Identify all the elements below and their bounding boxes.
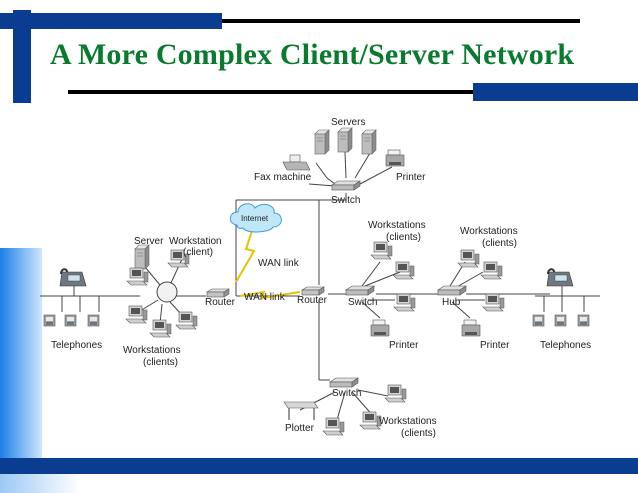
telephone-icon xyxy=(577,314,590,327)
label-servers: Servers xyxy=(331,117,365,128)
label-workstations-right: Workstations xyxy=(460,226,518,237)
telephone-icon xyxy=(87,314,100,327)
top-left-vertical-bar xyxy=(13,10,31,103)
label-workstations-bottom-2: (clients) xyxy=(401,428,436,439)
label-switch-top: Switch xyxy=(331,195,360,206)
workstation-icon xyxy=(126,267,149,286)
label-hub: Hub xyxy=(442,297,461,308)
plotter-icon xyxy=(283,401,319,420)
switch-icon xyxy=(331,180,361,191)
label-wan-link-2: WAN link xyxy=(244,292,286,303)
label-workstations-mid: Workstations xyxy=(368,220,426,231)
server-icon xyxy=(134,244,150,270)
bottom-blue-bar xyxy=(0,458,638,474)
label-printer-top: Printer xyxy=(396,172,426,183)
workstation-icon xyxy=(393,293,416,312)
switch-icon xyxy=(345,285,375,296)
workstation-icon xyxy=(149,319,172,338)
workstation-icon xyxy=(482,293,505,312)
server-icon xyxy=(361,129,377,155)
telephone-icon xyxy=(554,314,567,327)
label-router-center: Router xyxy=(297,295,328,306)
workstation-icon xyxy=(392,261,415,280)
telephone-icon xyxy=(532,314,545,327)
title-underline-blue xyxy=(473,83,638,101)
label-printer-mid: Printer xyxy=(389,340,419,351)
ip-phone-icon xyxy=(546,268,574,287)
label-switch-bottom: Switch xyxy=(332,388,361,399)
top-black-line xyxy=(222,19,580,23)
label-switch-mid: Switch xyxy=(348,297,377,308)
wan-link-lightning-2 xyxy=(239,290,301,300)
telephone-icon xyxy=(43,314,56,327)
workstation-icon xyxy=(370,241,393,260)
left-gradient-bar xyxy=(0,248,42,458)
fax-machine-icon xyxy=(282,154,311,171)
label-workstation-client: Workstation xyxy=(169,236,222,247)
wan-link-lightning-1 xyxy=(235,230,256,283)
top-blue-bar xyxy=(0,13,222,29)
label-workstations-left: Workstations xyxy=(123,345,181,356)
slide-title: A More Complex Client/Server Network xyxy=(50,38,575,71)
router-icon xyxy=(206,288,230,298)
telephone-icon xyxy=(64,314,77,327)
label-workstation-client-2: (client) xyxy=(183,247,213,258)
workstation-icon xyxy=(322,417,345,436)
network-diagram: Servers Fax machine Printer Switch Inter… xyxy=(40,117,600,439)
label-printer-right: Printer xyxy=(480,340,510,351)
label-telephones-left: Telephones xyxy=(51,340,102,351)
workstation-icon xyxy=(175,311,198,330)
internet-cloud-icon xyxy=(229,203,282,233)
printer-icon xyxy=(385,149,405,167)
router-icon xyxy=(301,286,325,296)
ip-phone-icon xyxy=(59,268,87,287)
hub-icon xyxy=(437,285,467,296)
connection-lines xyxy=(40,151,600,421)
workstation-icon xyxy=(359,411,382,430)
printer-icon xyxy=(370,319,390,337)
label-server: Server xyxy=(134,236,164,247)
workstation-icon xyxy=(457,249,480,268)
bottom-corner-gradient xyxy=(0,474,80,493)
server-icon xyxy=(337,127,353,153)
workstation-icon xyxy=(480,261,503,280)
switch-icon xyxy=(329,377,359,388)
title-underline-black xyxy=(68,90,473,94)
label-workstations-right-2: (clients) xyxy=(482,238,517,249)
server-icon xyxy=(314,129,330,155)
printer-icon xyxy=(461,319,481,337)
label-telephones-right: Telephones xyxy=(540,340,591,351)
label-fax-machine: Fax machine xyxy=(254,172,312,183)
label-router-left: Router xyxy=(205,297,236,308)
label-workstations-mid-2: (clients) xyxy=(386,232,421,243)
label-plotter: Plotter xyxy=(285,423,315,434)
label-internet: Internet xyxy=(241,214,269,223)
ring-hub-icon xyxy=(156,281,178,303)
label-wan-link-1: WAN link xyxy=(258,258,300,269)
label-workstations-bottom: Workstations xyxy=(379,416,437,427)
workstation-icon xyxy=(384,384,407,403)
label-workstations-left-2: (clients) xyxy=(143,357,178,368)
